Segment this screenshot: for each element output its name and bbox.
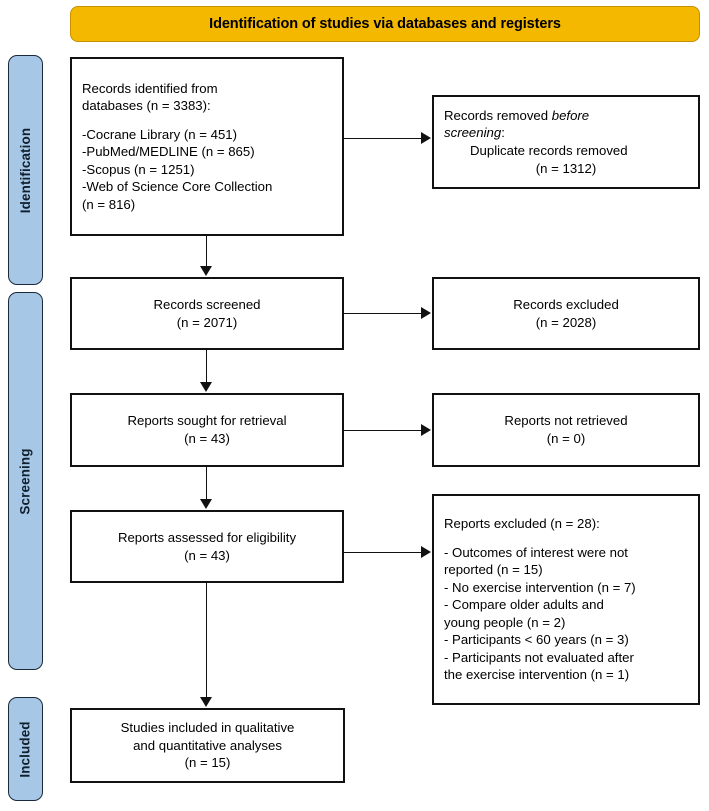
exclusion-reason-compare-1: - Compare older adults and: [444, 597, 604, 613]
reports-assessed-count: (n = 43): [184, 547, 230, 563]
records-identified-heading-line2: databases (n = 3383):: [82, 98, 211, 114]
records-identified-heading-line1: Records identified from: [82, 80, 218, 96]
stage-bar-included: Included: [8, 697, 43, 801]
duplicate-records-count: (n = 1312): [535, 160, 597, 176]
arrowhead-right-to-not-retrieved: [421, 424, 431, 436]
box-reports-excluded-reasons: Reports excluded (n = 28): - Outcomes of…: [432, 494, 700, 705]
box-reports-sought-for-retrieval: Reports sought for retrieval (n = 43): [70, 393, 344, 467]
exclusion-reason-not-evaluated-1: - Participants not evaluated after: [444, 649, 634, 665]
reports-not-retrieved-count: (n = 0): [546, 431, 586, 446]
arrowhead-down-to-assessed: [200, 499, 212, 509]
connector-screened-to-excluded: [344, 313, 422, 314]
arrowhead-down-to-included: [200, 697, 212, 707]
stage-bar-identification: Identification: [8, 55, 43, 285]
source-web-of-science: -Web of Science Core Collection: [82, 179, 273, 195]
exclusion-reason-outcomes-1: - Outcomes of interest were not: [444, 544, 628, 560]
studies-included-count: (n = 15): [184, 755, 231, 771]
exclusion-reason-outcomes-2: reported (n = 15): [444, 562, 543, 578]
spacer: [82, 115, 332, 126]
arrowhead-right-to-excluded: [421, 307, 431, 319]
arrowhead-down-to-sought: [200, 382, 212, 392]
arrowhead-right-to-removed: [421, 132, 431, 144]
box-records-excluded: Records excluded (n = 2028): [432, 277, 700, 350]
source-cochrane: -Cocrane Library (n = 451): [82, 126, 238, 142]
diagram-header-banner: Identification of studies via databases …: [70, 6, 700, 42]
box-records-screened: Records screened (n = 2071): [70, 277, 344, 350]
stage-bar-screening: Screening: [8, 292, 43, 670]
records-excluded-count: (n = 2028): [535, 314, 597, 330]
arrowhead-right-to-reports-excluded: [421, 546, 431, 558]
exclusion-reason-no-exercise: - No exercise intervention (n = 7): [444, 579, 636, 595]
source-web-of-science-count: (n = 816): [82, 196, 136, 212]
reports-excluded-heading: Reports excluded (n = 28):: [444, 516, 600, 532]
box-reports-not-retrieved: Reports not retrieved (n = 0): [432, 393, 700, 467]
records-screened-label: Records screened: [153, 296, 261, 312]
records-removed-line1: Records removed before: [444, 107, 590, 123]
source-pubmed: -PubMed/MEDLINE (n = 865): [82, 144, 255, 160]
studies-included-line2: and quantitative analyses: [133, 737, 282, 753]
spacer: [444, 533, 688, 544]
arrowhead-down-to-screened: [200, 266, 212, 276]
box-studies-included: Studies included in qualitative and quan…: [70, 708, 345, 783]
duplicate-records-removed: Duplicate records removed: [470, 143, 628, 158]
reports-assessed-label: Reports assessed for eligibility: [117, 529, 297, 545]
reports-not-retrieved-label: Reports not retrieved: [504, 413, 628, 429]
exclusion-reason-not-evaluated-2: the exercise intervention (n = 1): [444, 667, 630, 683]
records-screened-count: (n = 2071): [176, 314, 238, 330]
exclusion-reason-age: - Participants < 60 years (n = 3): [444, 632, 629, 648]
box-records-identified: Records identified from databases (n = 3…: [70, 57, 344, 236]
stage-label-screening: Screening: [18, 447, 33, 515]
box-reports-assessed-for-eligibility: Reports assessed for eligibility (n = 43…: [70, 510, 344, 583]
stage-label-identification: Identification: [18, 127, 33, 213]
connector-assessed-to-reports-excluded: [344, 552, 422, 553]
exclusion-reason-compare-2: young people (n = 2): [444, 614, 566, 630]
connector-sought-to-not-retrieved: [344, 430, 422, 431]
diagram-title: Identification of studies via databases …: [209, 16, 561, 32]
reports-sought-count: (n = 43): [184, 431, 230, 446]
reports-sought-label: Reports sought for retrieval: [127, 413, 287, 429]
connector-identified-to-removed: [344, 138, 422, 139]
records-removed-line2: screening:: [444, 125, 505, 141]
connector-screened-to-sought: [206, 350, 207, 383]
connector-identified-to-screened: [206, 236, 207, 267]
connector-assessed-to-included: [206, 583, 207, 698]
stage-label-included: Included: [18, 720, 33, 778]
source-scopus: -Scopus (n = 1251): [82, 161, 195, 177]
studies-included-line1: Studies included in qualitative: [120, 720, 295, 736]
connector-sought-to-assessed: [206, 467, 207, 500]
box-records-removed-before-screening: Records removed before screening: Duplic…: [432, 95, 700, 189]
records-excluded-label: Records excluded: [513, 296, 619, 312]
